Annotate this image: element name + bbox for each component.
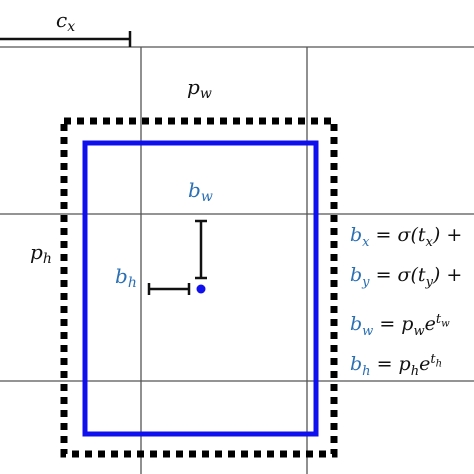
pw-label: pw — [187, 75, 212, 102]
cx-label: cx — [56, 8, 75, 35]
equation-by: by = σ(ty) + — [350, 264, 463, 290]
ph-label: ph — [30, 240, 52, 267]
grid — [0, 46, 474, 474]
equation-bh: bh = pheth — [350, 352, 443, 380]
prior-box — [60, 117, 338, 458]
bh-label: bh — [115, 264, 137, 291]
bh-measure-bar — [147, 283, 191, 295]
box-center-point — [196, 284, 206, 294]
cx-offset-bar — [0, 31, 132, 47]
predicted-box — [82, 140, 319, 437]
equation-bx: bx = σ(tx) + — [350, 224, 463, 250]
equation-bw: bw = pwetw — [350, 312, 450, 340]
bw-label: bw — [188, 178, 213, 205]
bw-measure-bar — [195, 219, 207, 280]
